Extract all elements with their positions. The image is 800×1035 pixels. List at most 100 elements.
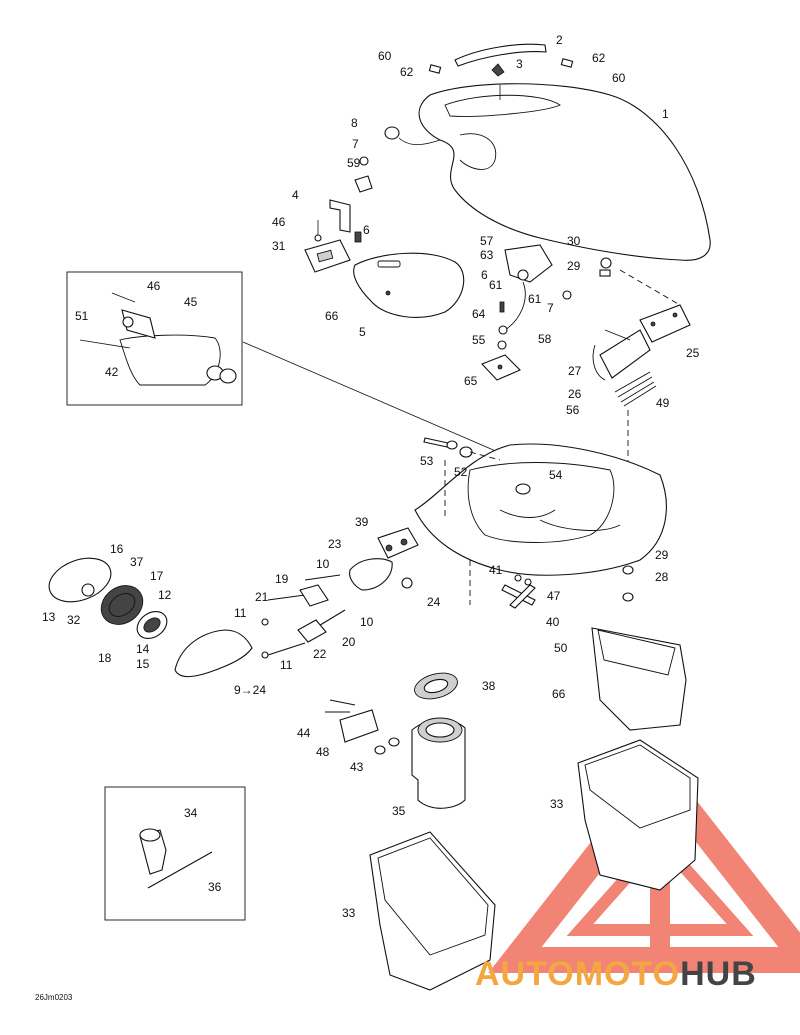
part-label: 25 <box>686 346 700 360</box>
part-label: 11 <box>280 658 293 672</box>
part-label: 44 <box>297 726 311 740</box>
drawing-code: 26Jm0203 <box>35 993 73 1002</box>
part-label: 18 <box>98 651 112 665</box>
part-label: 43 <box>350 760 364 774</box>
part-label: 64 <box>472 307 486 321</box>
part-label: 49 <box>656 396 670 410</box>
storage-lid <box>353 252 465 318</box>
part-label: 40 <box>546 615 560 629</box>
part-label: 66 <box>552 687 566 701</box>
part-label: 54 <box>549 468 563 482</box>
cross-bracket <box>501 574 536 609</box>
part-label: 30 <box>567 234 581 248</box>
part-label: 46 <box>147 279 161 293</box>
cover-16 <box>48 557 112 603</box>
part-label: 45 <box>184 295 198 309</box>
part-label: 6 <box>481 268 488 282</box>
inset-box-tools <box>104 786 246 921</box>
part-label: 8 <box>351 116 358 130</box>
part-label: 32 <box>67 613 81 627</box>
part-label: 48 <box>316 745 330 759</box>
part-label: 22 <box>313 647 327 661</box>
bolt-53 <box>423 437 449 448</box>
part-label: 50 <box>554 641 568 655</box>
part-label: 38 <box>482 679 496 693</box>
part-label: 60 <box>378 49 392 63</box>
part-label: 6 <box>363 223 370 237</box>
part-label: 17 <box>150 569 164 583</box>
part-label: 41 <box>489 563 503 577</box>
part-label: 31 <box>272 239 286 253</box>
part-label: 37 <box>130 555 144 569</box>
part-label: 26 <box>568 387 582 401</box>
part-label: 5 <box>359 325 366 339</box>
part-label: 57 <box>480 234 494 248</box>
part-label: 23 <box>328 537 342 551</box>
part-label: 33 <box>342 906 356 920</box>
part-label: 19 <box>275 572 289 586</box>
part-label: 55 <box>472 333 486 347</box>
part-label: 53 <box>420 454 434 468</box>
bracket-23 <box>349 558 393 591</box>
brand-auto: AUTO <box>475 955 575 993</box>
part-label: 14 <box>136 642 150 656</box>
part-label: 62 <box>592 51 606 65</box>
part-label: 36 <box>208 880 222 894</box>
seat-part <box>418 83 711 261</box>
part-label: 3 <box>516 57 523 71</box>
part-label: 61 <box>489 278 503 292</box>
latch-bracket <box>304 156 373 273</box>
part-label: 35 <box>392 804 406 818</box>
part-label: 16 <box>110 542 124 556</box>
part-label: 66 <box>325 309 339 323</box>
part-label: 10 <box>316 557 330 571</box>
bracket-20 <box>297 619 327 643</box>
part-label: 28 <box>655 570 669 584</box>
part-label: 7 <box>352 137 359 151</box>
part-label: 9→24 <box>234 683 266 697</box>
part-label: 15 <box>136 657 150 671</box>
inset-box-42 <box>66 271 243 406</box>
bin-33-right <box>577 739 699 891</box>
part-label: 56 <box>566 403 580 417</box>
part-label: 63 <box>480 248 494 262</box>
part-label: 51 <box>75 309 89 323</box>
bracket-48 <box>339 709 379 743</box>
part-label: 29 <box>655 548 669 562</box>
part-label: 2 <box>556 33 563 47</box>
clip-part <box>491 63 505 77</box>
bolts-group <box>261 574 346 659</box>
part-label: 4 <box>292 188 299 202</box>
part-label: 42 <box>105 365 119 379</box>
brand-moto: MOTO <box>575 955 680 993</box>
hinge-assembly <box>481 244 572 381</box>
inset-leader <box>242 341 506 456</box>
part-label: 20 <box>342 635 356 649</box>
part-label: 60 <box>612 71 626 85</box>
part-label: 10 <box>360 615 374 629</box>
part-label: 34 <box>184 806 198 820</box>
part-label: 21 <box>255 590 269 604</box>
part-label: 39 <box>355 515 369 529</box>
part-label: 65 <box>464 374 478 388</box>
part-label: 47 <box>547 589 561 603</box>
part-label: 61 <box>528 292 542 306</box>
svg-text:AUTOMOTOHUB: AUTOMOTOHUB <box>475 955 757 993</box>
part-label: 1 <box>662 107 669 121</box>
bracket-19 <box>299 584 329 607</box>
bracket-39 <box>377 527 419 559</box>
part-label: 24 <box>427 595 441 609</box>
part-label: 12 <box>158 588 172 602</box>
part-label: 27 <box>568 364 582 378</box>
bin-50 <box>591 627 687 731</box>
part-label: 11 <box>234 606 247 620</box>
part-label: 13 <box>42 610 56 624</box>
bin-33-bottom <box>369 831 496 991</box>
part-label: 58 <box>538 332 552 346</box>
hull-storage-tray <box>414 443 667 605</box>
vent-duct-9 <box>174 629 253 678</box>
part-label: 62 <box>400 65 414 79</box>
part-label: 33 <box>550 797 564 811</box>
